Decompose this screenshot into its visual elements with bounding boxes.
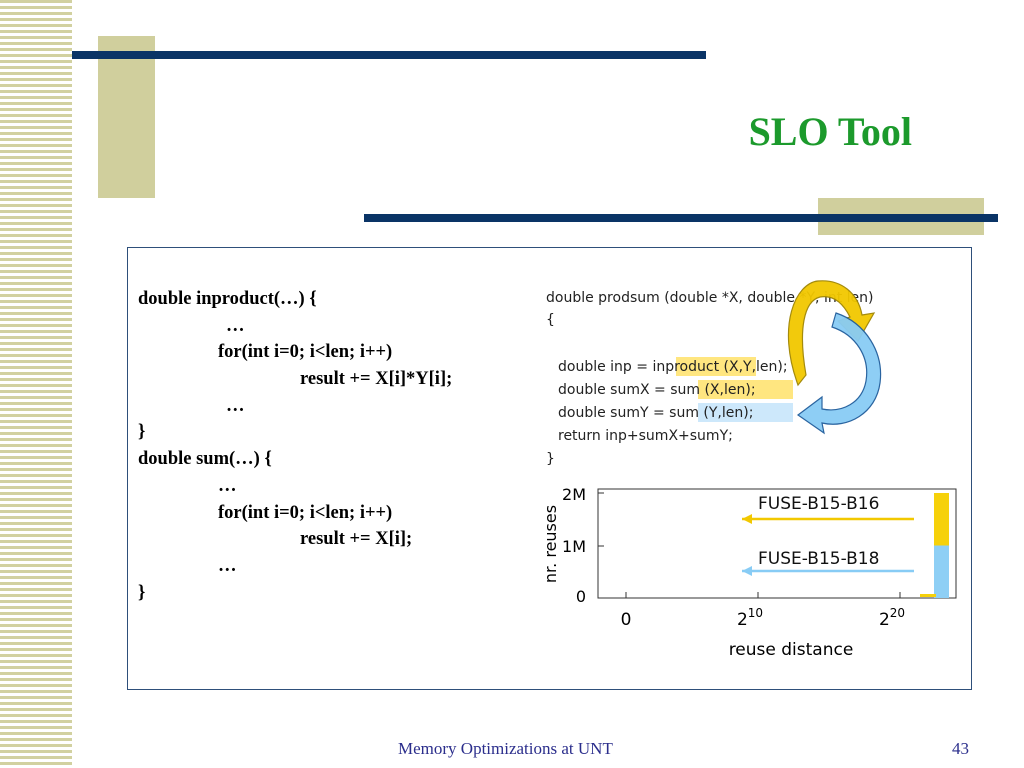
x-tick-label: 0 [621, 610, 632, 630]
slide-title: SLO Tool [748, 109, 912, 154]
sumy-highlight [698, 403, 793, 422]
footer-text: Memory Optimizations at UNT [398, 739, 613, 758]
series-arrowhead-b18 [742, 566, 752, 576]
code-line: for(int i=0; i<len; i++) [218, 342, 393, 363]
code-line: … [218, 475, 237, 496]
y-tick-label: 0 [576, 587, 586, 606]
page-number: 43 [952, 739, 969, 758]
code-line: double inproduct(…) { [138, 289, 317, 309]
code-line: } [138, 422, 146, 443]
series-label-b16: FUSE-B15-B16 [758, 494, 879, 514]
right-code-line: double inp = inproduct (X,Y,len); [558, 359, 788, 375]
bar-fuse-b15-b18 [934, 545, 949, 598]
left-code-block: double inproduct(…) { … for(int i=0; i<l… [138, 286, 518, 606]
code-line: … [226, 395, 245, 416]
right-code-line: double prodsum (double *X, double *Y, in… [546, 290, 873, 306]
decorative-stripes [0, 0, 72, 768]
right-code-line: } [546, 451, 555, 467]
baseline-tick-mark [920, 594, 936, 597]
yellow-fusion-arrow [787, 280, 876, 387]
code-line: for(int i=0; i<len; i++) [218, 502, 393, 523]
y-axis-label: nr. reuses [541, 505, 560, 583]
code-line: … [226, 315, 245, 336]
middle-rule [364, 214, 998, 222]
x-tick-label: 210 [737, 606, 763, 630]
code-line: result += X[i]*Y[i]; [300, 369, 453, 390]
decorative-block-left [98, 36, 155, 198]
plot-frame [597, 488, 957, 599]
top-rule [72, 51, 706, 59]
series-arrowhead-b16 [742, 514, 752, 524]
right-code-line: return inp+sumX+sumY; [558, 428, 733, 444]
right-code-line: { [546, 312, 555, 328]
x-tick-label: 220 [879, 606, 905, 630]
inproduct-highlight [676, 357, 756, 376]
blue-fusion-arrow [796, 312, 882, 435]
content-box: double inproduct(…) { … for(int i=0; i<l… [127, 247, 972, 690]
reuse-chart: nr. reuses 0 1M 2M 0 210 220 reuse dista… [541, 485, 957, 660]
code-line: double sum(…) { [138, 449, 272, 470]
reuse-figure: double prodsum (double *X, double *Y, in… [536, 273, 966, 673]
y-tick-label: 2M [562, 485, 586, 504]
series-label-b18: FUSE-B15-B18 [758, 549, 879, 569]
code-line: } [138, 582, 146, 603]
sumx-highlight [698, 380, 793, 399]
x-axis-label: reuse distance [729, 640, 854, 660]
right-code-line: double sumX = sum (X,len); [558, 382, 756, 398]
code-line: result += X[i]; [300, 529, 413, 550]
code-line: … [218, 555, 237, 576]
right-code-line: double sumY = sum (Y,len); [558, 405, 753, 421]
y-tick-label: 1M [562, 537, 586, 556]
